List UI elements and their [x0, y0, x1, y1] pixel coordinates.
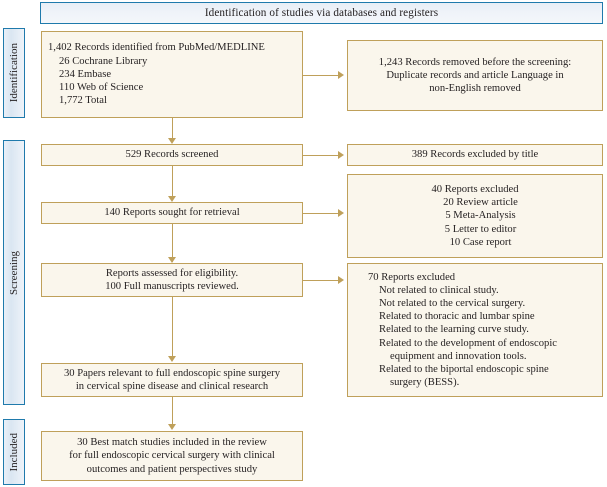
arrowhead-icon — [338, 209, 344, 217]
box-records-excluded-by-title: 389 Records excluded by title — [347, 144, 603, 166]
connector-sought-to-assessed — [171, 224, 173, 262]
arrowhead-icon — [168, 138, 176, 144]
box-line: equipment and innovation tools. — [390, 350, 527, 362]
box-line: 1,402 Records identified from PubMed/MED… — [48, 42, 265, 54]
arrowhead-icon — [338, 71, 344, 79]
box-line: 20 Review article — [443, 197, 518, 209]
box-line: Related to the development of endoscopic — [379, 337, 557, 349]
box-line: Not related to the cervical surgery. — [379, 297, 526, 309]
box-line: Related to the learning curve study. — [379, 324, 529, 336]
stage-label-identification-text: Identification — [8, 43, 20, 103]
box-line: 70 Reports excluded — [368, 271, 456, 283]
arrowhead-icon — [168, 356, 176, 362]
box-line: 100 Full manuscripts reviewed. — [105, 281, 239, 292]
box-line: surgery (BESS). — [390, 377, 460, 389]
connector-screened-to-excluded-title — [303, 154, 339, 156]
box-line: 5 Letter to editor — [444, 223, 517, 235]
box-line: for full endoscopic cervical surgery wit… — [69, 450, 275, 462]
box-line: 30 Best match studies included in the re… — [77, 437, 267, 449]
box-reports-excluded-70: 70 Reports excluded Not related to clini… — [347, 263, 603, 397]
connector-identified-to-removed — [303, 74, 339, 76]
stage-label-screening-text: Screening — [8, 250, 20, 295]
box-reports-excluded-40: 40 Reports excluded 20 Review article 5 … — [347, 174, 603, 258]
connector-screened-to-sought — [171, 166, 173, 200]
box-line: non-English removed — [429, 83, 521, 95]
connector-identified-to-screened — [171, 118, 173, 142]
arrowhead-icon — [338, 276, 344, 284]
box-line: outcomes and patient perspectives study — [86, 463, 258, 475]
stage-label-screening: Screening — [3, 140, 25, 405]
box-line: 1,243 Records removed before the screeni… — [378, 56, 572, 68]
box-line: 30 Papers relevant to full endoscopic sp… — [63, 367, 281, 379]
box-line: 1,772 Total — [59, 95, 107, 107]
box-records-removed: 1,243 Records removed before the screeni… — [347, 40, 603, 111]
box-best-match-studies: 30 Best match studies included in the re… — [41, 431, 303, 481]
box-line: 110 Web of Science — [59, 82, 144, 94]
box-line: 140 Reports sought for retrieval — [104, 207, 240, 219]
connector-sought-to-excluded-40 — [303, 212, 339, 214]
stage-label-included-text: Included — [8, 432, 20, 472]
connector-assessed-to-excluded-70 — [303, 279, 339, 281]
arrowhead-icon — [168, 196, 176, 202]
connector-assessed-to-papers — [171, 297, 173, 357]
box-line: 10 Case report — [449, 236, 512, 248]
box-line: 389 Records excluded by title — [411, 149, 539, 161]
box-line: 26 Cochrane Library — [59, 55, 148, 67]
box-line: Related to the biportal endoscopic spine — [379, 364, 549, 375]
stage-label-included: Included — [3, 419, 25, 485]
box-line: Reports assessed for eligibility. — [105, 267, 239, 279]
arrowhead-icon — [168, 257, 176, 263]
box-reports-sought: 140 Reports sought for retrieval — [41, 202, 303, 224]
arrowhead-icon — [168, 424, 176, 430]
box-reports-assessed: Reports assessed for eligibility. 100 Fu… — [41, 263, 303, 297]
box-line: 5 Meta-Analysis — [445, 210, 516, 222]
box-records-identified: 1,402 Records identified from PubMed/MED… — [41, 31, 303, 118]
box-papers-relevant: 30 Papers relevant to full endoscopic sp… — [41, 363, 303, 397]
arrowhead-icon — [338, 151, 344, 159]
box-line: 529 Records screened — [125, 149, 219, 161]
box-line: Related to thoracic and lumbar spine — [379, 311, 535, 323]
connector-papers-to-best-match — [171, 397, 173, 427]
stage-label-identification: Identification — [3, 28, 25, 118]
diagram-header-title: Identification of studies via databases … — [204, 7, 439, 19]
box-line: 234 Embase — [59, 68, 112, 80]
diagram-header-banner: Identification of studies via databases … — [40, 2, 603, 24]
box-line: 40 Reports excluded — [431, 183, 519, 195]
box-records-screened: 529 Records screened — [41, 144, 303, 166]
box-line: Duplicate records and article Language i… — [386, 69, 564, 81]
box-line: in cervical spine disease and clinical r… — [75, 381, 269, 392]
box-line: Not related to clinical study. — [379, 284, 499, 296]
